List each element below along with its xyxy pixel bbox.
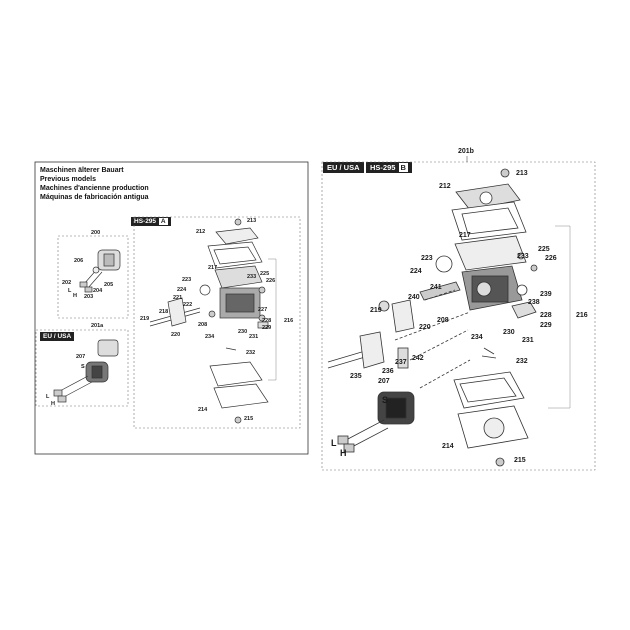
label-new-215: 215 — [514, 457, 526, 464]
label-new-212: 212 — [439, 183, 451, 190]
label-old-223: 223 — [182, 277, 191, 283]
old-models-heading-en: Previous models — [40, 176, 97, 183]
label-new-240: 240 — [408, 294, 420, 301]
old-control-201a — [53, 339, 119, 403]
new-region-tag: EU / USA — [323, 162, 364, 173]
label-old-213: 213 — [247, 218, 256, 224]
label-new-234: 234 — [471, 334, 483, 341]
label-old-234: 234 — [205, 334, 215, 340]
label-old-202: 202 — [62, 280, 71, 286]
label-old-205: 205 — [104, 282, 113, 288]
old-models-heading-es: Máquinas de fabricación antigua — [40, 194, 149, 201]
label-new-226: 226 — [545, 255, 557, 262]
old-model-name: HS-295 — [134, 218, 157, 225]
label-new-213: 213 — [516, 170, 528, 177]
label-old-206: 206 — [74, 258, 83, 264]
label-new-L: L — [331, 438, 337, 448]
label-new-235: 235 — [350, 373, 362, 380]
label-new-230: 230 — [503, 329, 515, 336]
label-new-224: 224 — [410, 268, 422, 275]
label-old-216: 216 — [284, 318, 293, 324]
label-new-217: 217 — [459, 232, 471, 239]
label-new-225: 225 — [538, 246, 550, 253]
label-new-238: 238 — [528, 299, 540, 306]
label-new-233: 233 — [517, 253, 529, 260]
old-region-tag: EU / USA — [40, 332, 75, 341]
label-old-214: 214 — [198, 407, 208, 413]
label-new-214: 214 — [442, 443, 454, 450]
label-old-H: H — [73, 293, 77, 299]
label-old-217: 217 — [208, 265, 217, 271]
label-old-225: 225 — [260, 271, 269, 277]
label-old-200: 200 — [91, 230, 100, 236]
old-models-heading-de: Maschinen älterer Bauart — [40, 167, 124, 174]
old-model-variant: A — [158, 218, 168, 225]
label-new-208: 208 — [437, 317, 449, 324]
new-model-variant: B — [398, 163, 408, 172]
new-carburetor-hs295b — [327, 168, 538, 467]
label-new-239: 239 — [540, 291, 552, 298]
label-new-207: 207 — [378, 378, 390, 385]
label-new-219: 219 — [370, 307, 382, 314]
label-new-H: H — [340, 448, 347, 458]
label-new-S: S — [382, 395, 388, 405]
label-old-204: 204 — [93, 288, 103, 294]
label-new-201b: 201b — [458, 148, 474, 155]
label-old-219: 219 — [140, 316, 149, 322]
label-old-L: L — [68, 288, 72, 294]
label-new-232: 232 — [516, 358, 528, 365]
label-new-241: 241 — [430, 284, 442, 291]
label-old-221: 221 — [173, 295, 182, 301]
label-old-220: 220 — [171, 332, 180, 338]
new-model-name: HS-295 — [370, 163, 396, 172]
new-model-tag: HS-295 B — [366, 162, 412, 173]
assembly-201a-box — [35, 329, 129, 407]
label-old-230: 230 — [238, 329, 247, 335]
label-old-218: 218 — [159, 309, 168, 315]
old-adjust-screws-200 — [79, 249, 121, 293]
label-old-215: 215 — [244, 416, 253, 422]
new-model-frame — [321, 161, 596, 471]
label-new-216: 216 — [576, 312, 588, 319]
label-old-231: 231 — [249, 334, 258, 340]
assembly-hs295a-box — [133, 216, 301, 429]
old-models-heading-fr: Machines d'ancienne production — [40, 185, 149, 192]
label-old-222: 222 — [183, 302, 192, 308]
old-models-frame — [34, 161, 309, 455]
label-new-237: 237 — [395, 359, 407, 366]
label-old-208: 208 — [198, 322, 207, 328]
assembly-200-box — [57, 235, 129, 319]
label-old-228: 228 — [262, 318, 271, 324]
old-model-tag: HS-295 A — [131, 217, 171, 226]
label-old-233: 233 — [247, 274, 256, 280]
label-old-S: S — [81, 364, 85, 370]
label-old-229: 229 — [262, 325, 271, 331]
label-old-203: 203 — [84, 294, 93, 300]
label-old-201a: 201a — [91, 323, 104, 329]
label-old-207: 207 — [76, 354, 85, 360]
label-old-232: 232 — [246, 350, 255, 356]
label-new-220: 220 — [419, 324, 431, 331]
label-new-236: 236 — [382, 368, 394, 375]
label-old-L2: L — [46, 394, 50, 400]
label-new-228: 228 — [540, 312, 552, 319]
old-carburetor-hs295a — [149, 218, 269, 424]
label-old-227: 227 — [258, 307, 267, 313]
label-old-226: 226 — [266, 278, 275, 284]
label-new-223: 223 — [421, 255, 433, 262]
label-old-212: 212 — [196, 229, 205, 235]
label-new-242: 242 — [412, 355, 424, 362]
label-old-H2: H — [51, 401, 55, 407]
label-old-224: 224 — [177, 287, 187, 293]
label-new-229: 229 — [540, 322, 552, 329]
label-new-231: 231 — [522, 337, 534, 344]
